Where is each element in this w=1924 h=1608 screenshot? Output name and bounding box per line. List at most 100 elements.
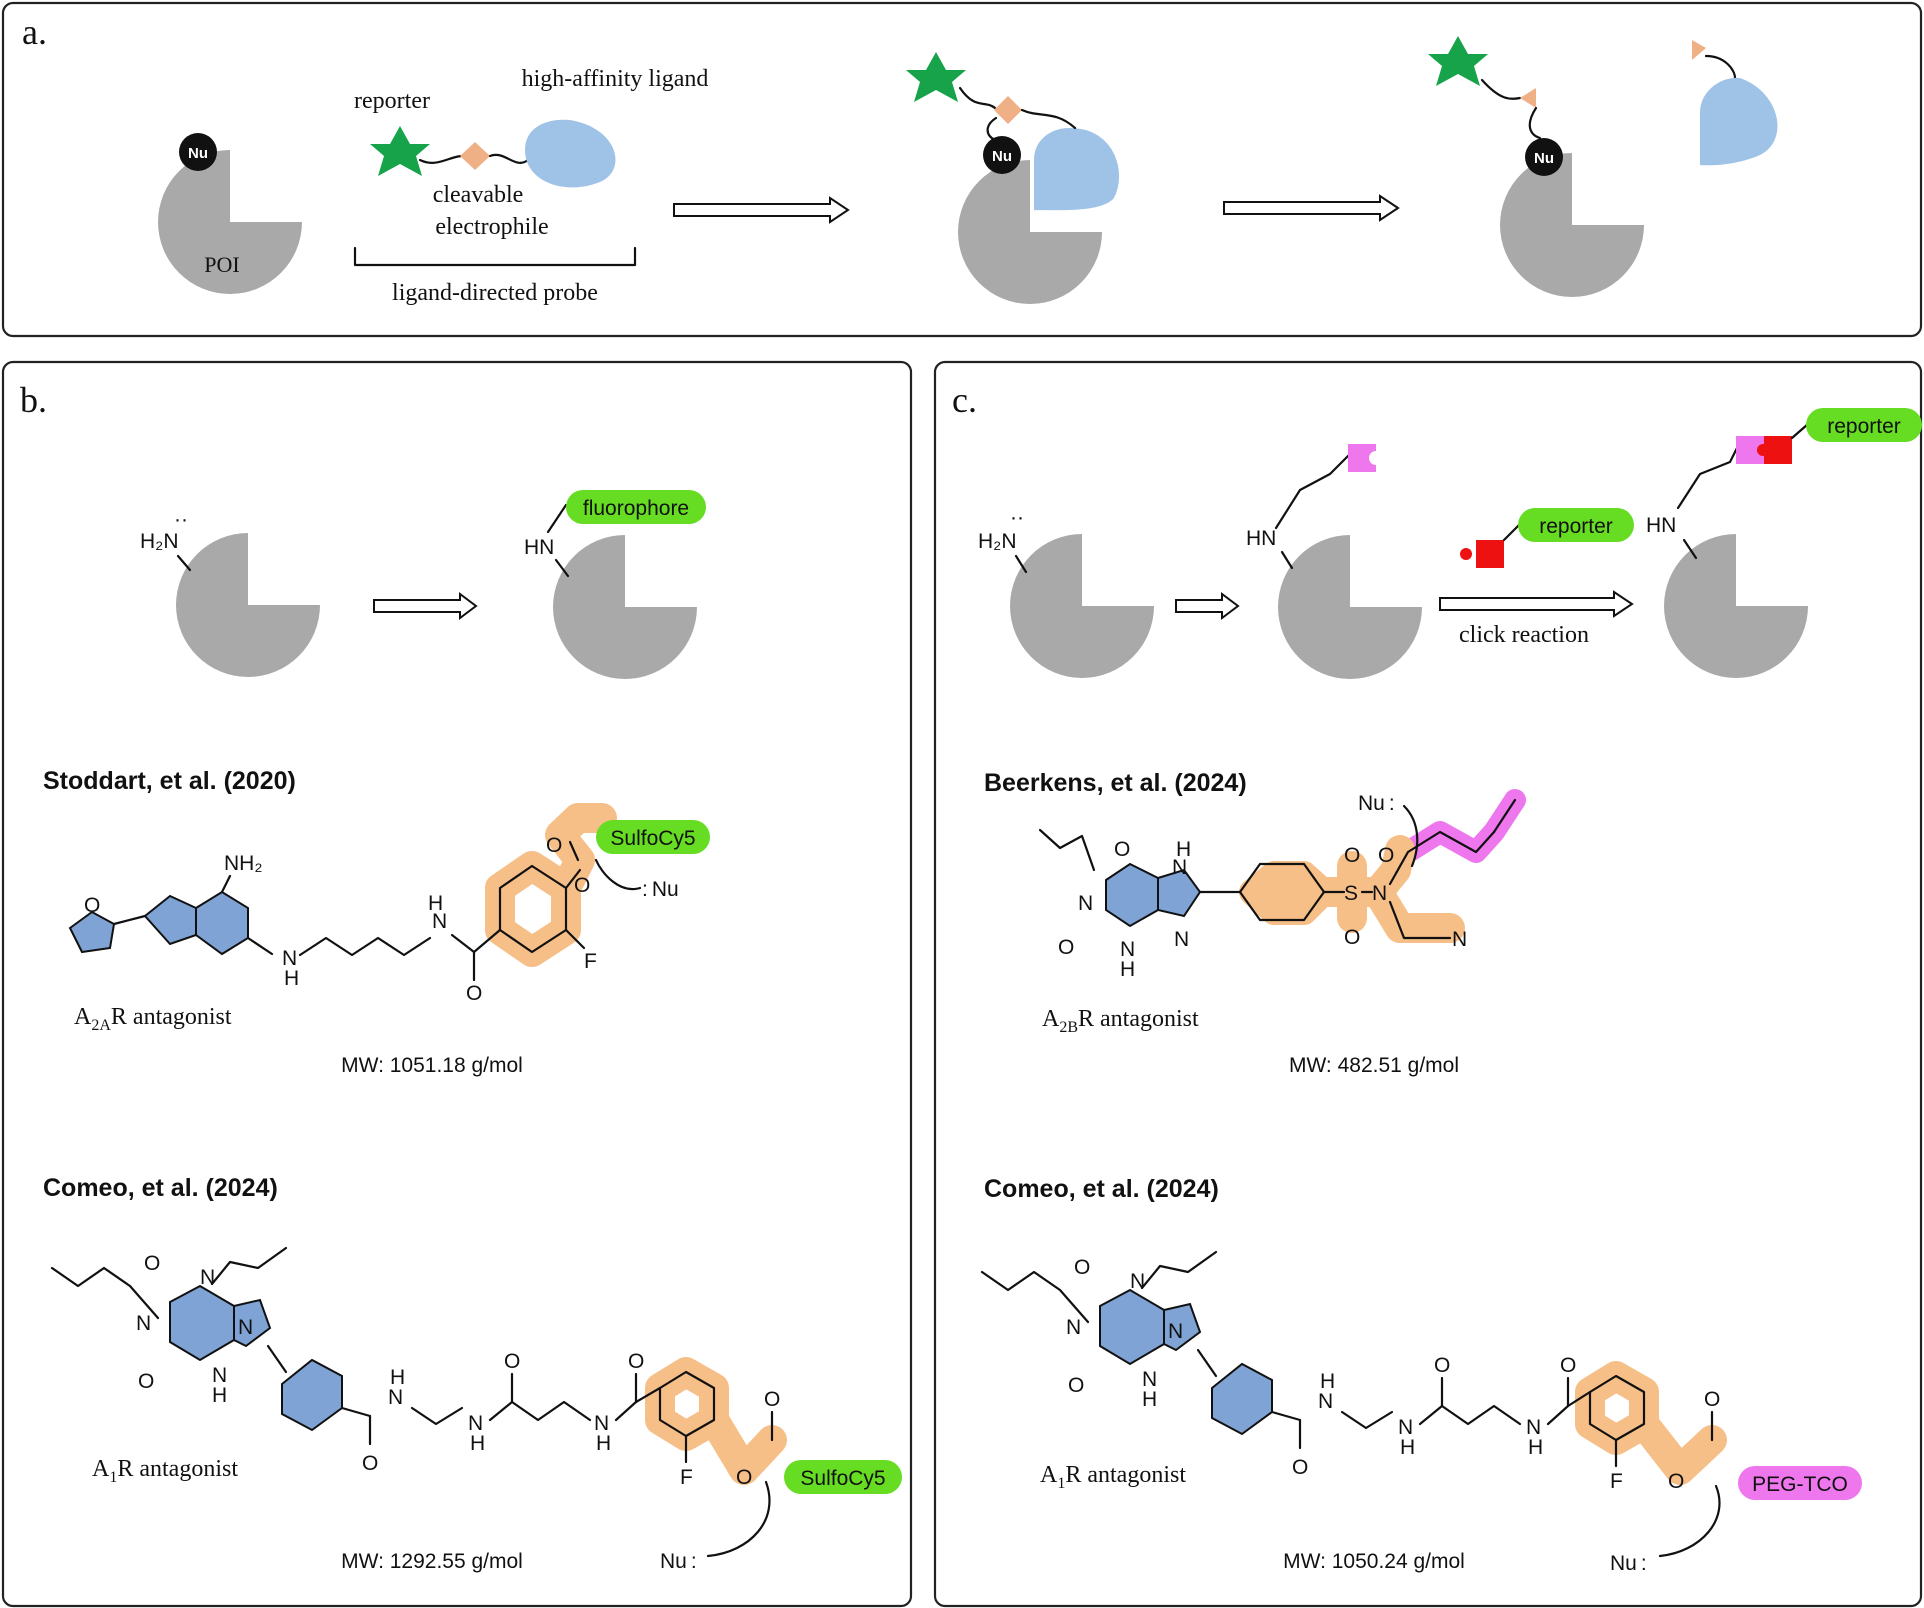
released-fragment — [1692, 40, 1706, 60]
comeo-b-structure: SulfoCy5 O N N O N N H O N H N H O N — [50, 1246, 902, 1573]
electrophile-label: electrophile — [435, 214, 548, 240]
c-azide-notch — [1369, 451, 1383, 465]
released-ligand — [1700, 77, 1778, 166]
comeo-c-nu: Nu: — [1610, 1552, 1647, 1575]
c-product-reporter-tag — [1806, 408, 1922, 442]
comeo-c-co-o: O — [1292, 1456, 1308, 1479]
beerkens-sulfonyl-highlight — [1309, 835, 1465, 943]
comeo-b-nh1-h: H — [390, 1366, 405, 1389]
comeo-c-nh2-n: N — [1398, 1416, 1413, 1439]
bound-linker-3 — [986, 116, 998, 142]
stoddart-amide-h: H — [428, 892, 443, 915]
comeo-c-chain2 — [1418, 1404, 1522, 1426]
c-amine-label: H₂N — [978, 530, 1016, 553]
poi-labeled — [1500, 153, 1644, 297]
beerkens-n9: N — [1174, 928, 1189, 951]
labeled-fragment — [1520, 88, 1536, 108]
labeled-reporter-star — [1428, 36, 1488, 86]
comeo-b-title: Comeo, et al. (2024) — [43, 1174, 278, 1202]
b-hn-bond — [546, 503, 568, 534]
panel-b-frame — [1, 360, 913, 1608]
beerkens-alkyne — [1492, 798, 1517, 834]
beerkens-n3: N — [1120, 938, 1135, 961]
b-hn-label: HN — [524, 536, 554, 559]
c-hn-bond-1 — [1280, 550, 1294, 570]
released-linker — [1704, 54, 1737, 80]
click-reaction-label: click reaction — [1459, 622, 1589, 648]
stoddart-structure: SulfoCy5 O NH₂ N H N H O F O O — [68, 803, 710, 1005]
comeo-c-antagonist-label: A1R antagonist — [1040, 1462, 1186, 1492]
c-reporter-dot — [1460, 548, 1472, 560]
c-reporter-handle — [1476, 540, 1504, 568]
fluorophore-tag — [566, 490, 706, 524]
bound-nu-label: Nu — [992, 148, 1012, 165]
beerkens-n-sulfonamide: N — [1372, 882, 1387, 905]
panel-a-frame — [1, 1, 1923, 338]
b-amine-label: H₂N — [140, 530, 178, 553]
comeo-b-butyl-2 — [210, 1246, 288, 1286]
stoddart-nh2: NH₂ — [224, 852, 262, 875]
beerkens-xanthine — [1105, 862, 1159, 928]
poi-label: POI — [204, 252, 239, 277]
beerkens-title: Beerkens, et al. (2024) — [984, 769, 1247, 797]
arrow-c1 — [1175, 592, 1240, 620]
stoddart-nu: :Nu — [642, 878, 679, 901]
c-protein-1 — [1010, 534, 1154, 678]
beerkens-h3: H — [1120, 958, 1135, 981]
comeo-b-co-o: O — [362, 1452, 378, 1475]
cleavable-label: cleavable — [433, 182, 524, 208]
stoddart-triazine — [195, 890, 249, 956]
comeo-b-nu: Nu: — [660, 1550, 697, 1573]
beerkens-cyano-chain — [1388, 900, 1452, 940]
comeo-b-n4: N — [212, 1364, 227, 1387]
beerkens-n1: N — [1078, 892, 1093, 915]
comeo-b-butyl-1 — [50, 1266, 160, 1320]
bound-reporter-star — [906, 52, 966, 102]
comeo-c-structure: PEG-TCO O N N O N N H O N H N H O N — [980, 1250, 1862, 1575]
beerkens-o1: O — [1114, 838, 1130, 861]
comeo-b-benzene — [658, 1370, 716, 1438]
comeo-b-o1: O — [144, 1252, 160, 1275]
comeo-b-n3: N — [238, 1316, 253, 1339]
stoddart-o-bond — [564, 868, 582, 890]
comeo-c-co2-o: O — [1434, 1354, 1450, 1377]
b-amine-bond — [176, 554, 192, 572]
fluorophore-label: fluorophore — [583, 497, 689, 520]
cleavable-electrophile — [460, 142, 490, 170]
c-reporter-bond — [1502, 522, 1522, 542]
comeo-b-nh1-n: N — [388, 1386, 403, 1409]
stoddart-sulfocy5-tag — [596, 820, 710, 854]
bound-ligand — [1030, 123, 1124, 215]
comeo-c-n2: N — [1130, 1270, 1145, 1293]
comeo-b-co2-o: O — [504, 1350, 520, 1373]
beerkens-s: S — [1344, 882, 1358, 905]
comeo-b-imidazole — [233, 1298, 272, 1348]
stoddart-mw: MW: 1051.18 g/mol — [341, 1054, 523, 1077]
panel-b-letter: b. — [20, 380, 47, 420]
beerkens-acyl-o: O — [1378, 844, 1394, 867]
arrow-a2 — [1223, 194, 1400, 222]
stoddart-nh2-bond — [220, 874, 232, 894]
beerkens-propyl — [1038, 828, 1096, 872]
comeo-b-f: F — [680, 1466, 693, 1489]
c-product-dot — [1757, 444, 1769, 456]
comeo-c-link — [1196, 1348, 1218, 1378]
comeo-c-benzene — [1588, 1374, 1646, 1442]
stoddart-ester-o: O — [574, 874, 590, 897]
c-linker-1 — [1274, 452, 1352, 530]
c-hn-bond-2 — [1682, 538, 1698, 560]
stoddart-ester — [568, 840, 580, 862]
panel-a: a. Nu POI reporter high-affinity ligand … — [22, 12, 1778, 306]
comeo-b-chain1 — [410, 1406, 464, 1426]
comeo-c-h4: H — [1142, 1388, 1157, 1411]
comeo-c-n4: N — [1142, 1368, 1157, 1391]
comeo-c-imidazole — [1163, 1302, 1202, 1352]
bound-linker-2 — [1020, 108, 1077, 130]
beerkens-alkyne-highlight — [1397, 821, 1505, 863]
comeo-c-title: Comeo, et al. (2024) — [984, 1175, 1219, 1203]
comeo-c-xanthine-ring — [1099, 1288, 1165, 1366]
comeo-b-sulfocy5-tag — [784, 1460, 902, 1494]
comeo-c-highlight — [1575, 1361, 1727, 1485]
stoddart-amide-n: N — [432, 910, 447, 933]
